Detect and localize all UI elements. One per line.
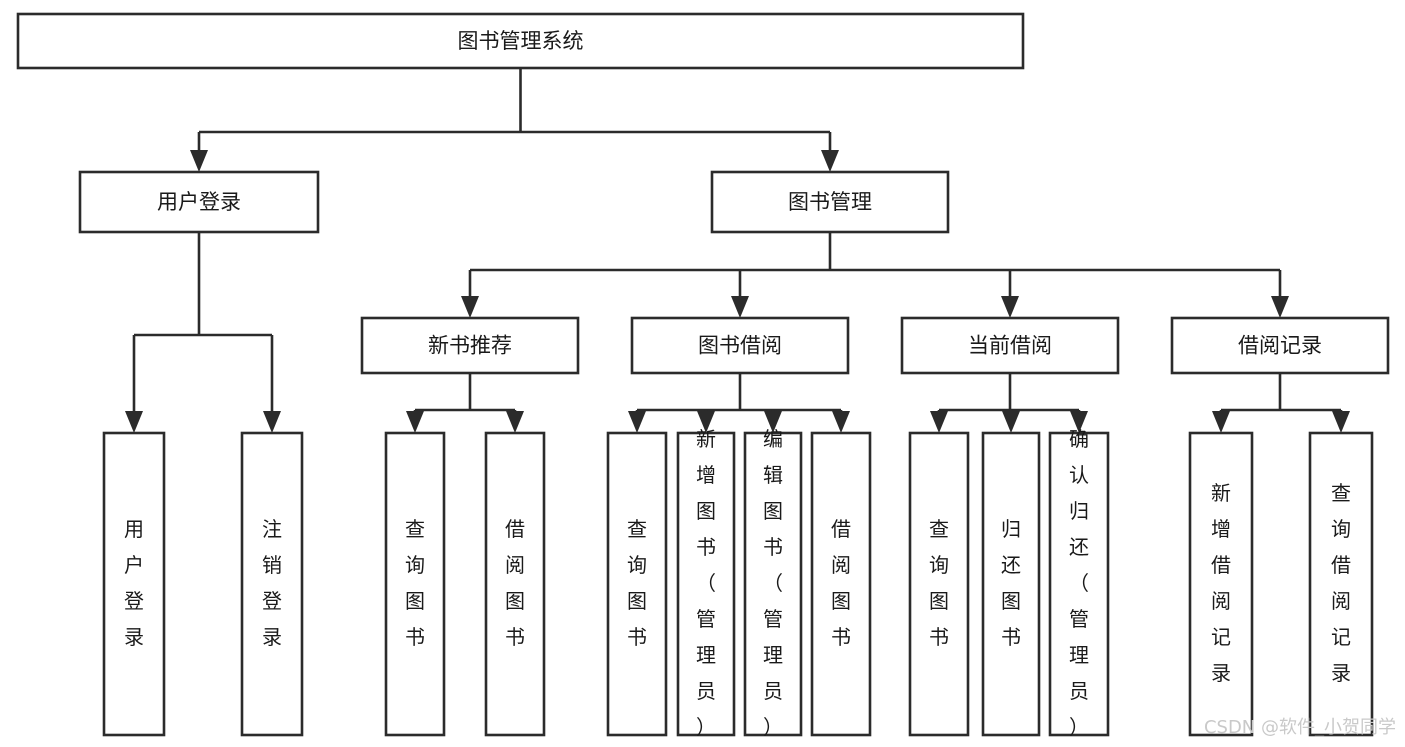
leaf-query-book-recommend-label: 查询图书: [405, 517, 425, 649]
leaf-borrow-book[interactable]: 借阅图书: [810, 431, 872, 737]
node-borrow-records-label: 借阅记录: [1238, 334, 1322, 358]
arrow-head-icon: [764, 411, 782, 433]
arrow-head-icon: [821, 150, 839, 172]
arrow-head-icon: [125, 411, 143, 433]
arrow-head-icon: [1002, 411, 1020, 433]
arrow-head-icon: [190, 150, 208, 172]
node-new-book-recommend[interactable]: 新书推荐: [360, 316, 580, 375]
leaf-add-book-admin-label: 新增图书（管理员）: [696, 427, 716, 739]
arrow-head-icon: [461, 296, 479, 318]
leaf-confirm-return-admin-label: 确认归还（管理员）: [1069, 427, 1089, 739]
node-user-login-label: 用户登录: [157, 190, 241, 214]
leaf-query-book-recommend[interactable]: 查询图书: [384, 431, 446, 737]
leaf-borrow-book-recommend[interactable]: 借阅图书: [484, 431, 546, 737]
leaf-confirm-return-admin[interactable]: 确认归还（管理员）: [1048, 427, 1110, 739]
arrow-head-icon: [406, 411, 424, 433]
leaf-add-borrow-record-label: 新增借阅记录: [1211, 481, 1231, 685]
arrow-head-icon: [731, 296, 749, 318]
node-borrow-records[interactable]: 借阅记录: [1170, 316, 1390, 375]
node-root-system[interactable]: 图书管理系统: [16, 12, 1025, 70]
arrow-head-icon: [930, 411, 948, 433]
leaf-borrow-book-recommend-label: 借阅图书: [505, 517, 525, 649]
arrow-head-icon: [263, 411, 281, 433]
leaf-logout-label: 注销登录: [262, 517, 282, 649]
node-book-management[interactable]: 图书管理: [710, 170, 950, 234]
leaf-add-book-admin[interactable]: 新增图书（管理员）: [676, 427, 736, 739]
leaf-query-borrow-record[interactable]: 查询借阅记录: [1308, 431, 1374, 737]
arrow-head-icon: [1271, 296, 1289, 318]
arrow-head-icon: [832, 411, 850, 433]
arrow-head-icon: [1212, 411, 1230, 433]
arrow-head-icon: [628, 411, 646, 433]
connector-layer: [125, 68, 1350, 433]
leaf-query-book-borrow[interactable]: 查询图书: [606, 431, 668, 737]
leaf-user-login-label: 用户登录: [124, 517, 144, 649]
leaf-edit-book-admin-label: 编辑图书（管理员）: [763, 427, 783, 739]
leaf-return-book[interactable]: 归还图书: [981, 431, 1041, 737]
node-book-borrow[interactable]: 图书借阅: [630, 316, 850, 375]
leaf-return-book-label: 归还图书: [1001, 517, 1021, 649]
arrow-head-icon: [1001, 296, 1019, 318]
leaf-borrow-book-label: 借阅图书: [831, 517, 851, 649]
leaf-query-book-borrow-label: 查询图书: [627, 517, 647, 649]
node-layer: 图书管理系统用户登录图书管理新书推荐图书借阅当前借阅借阅记录用户登录注销登录查询…: [16, 12, 1390, 739]
leaf-edit-book-admin[interactable]: 编辑图书（管理员）: [743, 427, 803, 739]
csdn-watermark: CSDN @软件_小贺同学: [1204, 717, 1396, 738]
node-current-borrow-label: 当前借阅: [968, 334, 1052, 358]
arrow-head-icon: [697, 411, 715, 433]
arrow-head-icon: [506, 411, 524, 433]
leaf-query-book-current[interactable]: 查询图书: [908, 431, 970, 737]
node-new-book-recommend-label: 新书推荐: [428, 334, 512, 358]
node-user-login[interactable]: 用户登录: [78, 170, 320, 234]
leaf-add-borrow-record[interactable]: 新增借阅记录: [1188, 431, 1254, 737]
node-book-borrow-label: 图书借阅: [698, 334, 782, 358]
node-current-borrow[interactable]: 当前借阅: [900, 316, 1120, 375]
arrow-head-icon: [1070, 411, 1088, 433]
leaf-query-book-current-label: 查询图书: [929, 517, 949, 649]
leaf-query-borrow-record-label: 查询借阅记录: [1331, 481, 1351, 685]
leaf-logout[interactable]: 注销登录: [240, 431, 304, 737]
node-root-system-label: 图书管理系统: [458, 29, 584, 53]
arrow-head-icon: [1332, 411, 1350, 433]
node-book-management-label: 图书管理: [788, 190, 872, 214]
leaf-user-login[interactable]: 用户登录: [102, 431, 166, 737]
